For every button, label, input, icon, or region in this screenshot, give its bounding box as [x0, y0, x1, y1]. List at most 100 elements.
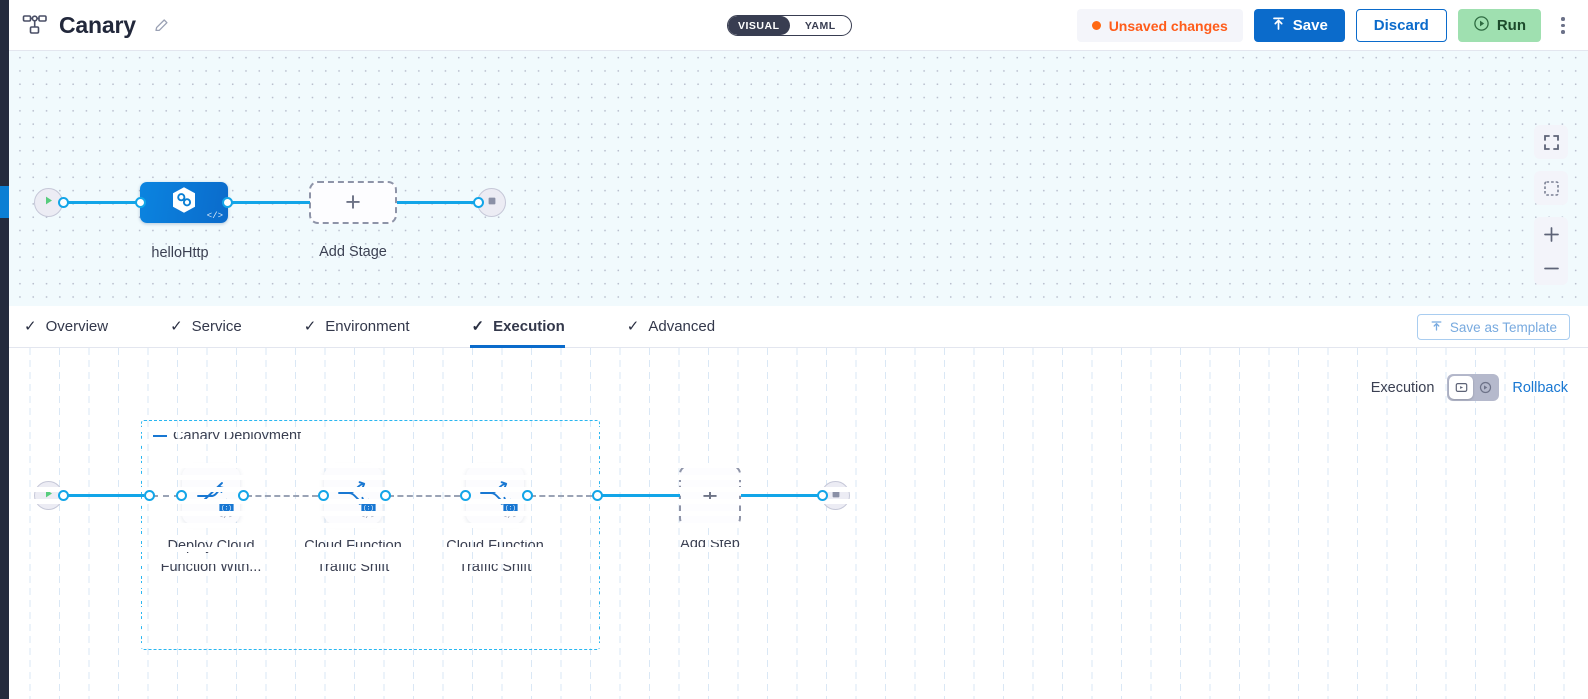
kebab-menu-icon[interactable] [1552, 11, 1574, 41]
execution-view-icon[interactable] [1449, 376, 1474, 399]
edge-group-to-step1 [152, 495, 180, 497]
tab-label: Service [191, 318, 242, 335]
plus-icon: + [702, 480, 718, 511]
tab-list: ✓ Overview ✓ Service ✓ Environment ✓ Exe… [0, 306, 775, 348]
save-as-template-button[interactable]: Save as Template [1416, 314, 1570, 340]
step1-input-port[interactable] [176, 490, 187, 501]
template-upload-icon [1430, 319, 1443, 335]
left-rail-active-indicator [0, 186, 9, 218]
unsaved-changes-label: Unsaved changes [1108, 17, 1228, 34]
unsaved-changes-badge: Unsaved changes [1076, 9, 1243, 42]
step-label-line1: Cloud Function [304, 538, 402, 554]
group-label-row: Canary Deployment [153, 428, 301, 444]
tab-overview[interactable]: ✓ Overview [22, 306, 132, 347]
step-label-line1: Cloud Function [446, 538, 544, 554]
toggle-option-visual[interactable]: VISUAL [728, 16, 790, 35]
tab-label: Environment [325, 318, 410, 335]
edge-step1-to-step2 [246, 495, 318, 497]
step2-output-port[interactable] [380, 490, 391, 501]
fullscreen-icon[interactable] [1534, 125, 1568, 159]
code-badge: </> [359, 511, 376, 521]
edge-step3-to-group-out [530, 495, 592, 497]
step3-output-port[interactable] [522, 490, 533, 501]
stage-input-port[interactable] [135, 197, 146, 208]
zoom-in-icon[interactable] [1534, 217, 1568, 251]
execution-rollback-toggle[interactable] [1447, 374, 1500, 401]
tab-label: Execution [493, 318, 565, 335]
check-icon: ✓ [626, 318, 640, 335]
collapse-icon[interactable] [153, 434, 167, 438]
stage-node-label: helloHttp [151, 245, 209, 261]
zoom-out-icon[interactable] [1534, 251, 1568, 285]
step1-output-port[interactable] [238, 490, 249, 501]
tab-environment[interactable]: ✓ Environment [302, 306, 434, 347]
tab-advanced[interactable]: ✓ Advanced [625, 306, 739, 347]
exec-start-output-port[interactable] [58, 490, 69, 501]
stage-canvas[interactable]: </> helloHttp + Add Stage [0, 51, 1588, 306]
step-node-traffic-shift-2[interactable]: (:) </> [466, 466, 524, 524]
upload-icon [1271, 16, 1286, 35]
tab-execution[interactable]: ✓ Execution [469, 306, 589, 348]
rollback-view-icon[interactable] [1473, 376, 1497, 399]
run-button[interactable]: Run [1457, 9, 1541, 42]
traffic-shift-icon [476, 476, 514, 515]
kebab-dot [1561, 23, 1565, 28]
group-output-port[interactable] [592, 490, 603, 501]
start-output-port[interactable] [58, 197, 69, 208]
select-area-icon[interactable] [1534, 171, 1568, 205]
stage-group-canary-deployment[interactable] [141, 420, 600, 650]
discard-button-label: Discard [1373, 17, 1429, 34]
execution-label: Execution [1370, 379, 1435, 396]
step-label-line2: Traffic Shift [458, 559, 532, 576]
step-node-label: Deploy Cloud Function With... [151, 536, 271, 578]
pencil-icon[interactable] [153, 17, 170, 34]
stage-output-port[interactable] [222, 197, 233, 208]
step-node-label: Cloud Function Traffic Shift [435, 536, 555, 578]
deploy-function-icon [192, 476, 230, 515]
tab-service[interactable]: ✓ Service [168, 306, 266, 347]
left-nav-rail [0, 0, 9, 699]
group-label: Canary Deployment [173, 428, 302, 444]
edge-group-to-addstep [600, 494, 680, 497]
edge-start-to-stage [66, 201, 140, 204]
execution-canvas[interactable]: Canary Deployment (: [0, 348, 1588, 699]
group-input-port[interactable] [144, 490, 155, 501]
code-badge: </> [501, 511, 518, 521]
header-left-group: Canary [0, 12, 170, 39]
kebab-dot [1561, 30, 1565, 34]
section-tabs: ✓ Overview ✓ Service ✓ Environment ✓ Exe… [0, 306, 1588, 348]
step-node-traffic-shift-1[interactable]: (:) </> [324, 466, 382, 524]
fullscreen-control[interactable] [1534, 125, 1568, 159]
tab-label: Advanced [648, 318, 716, 335]
edge-start-to-group [66, 494, 144, 497]
step-node-deploy-cloud-function[interactable]: (:) </> [182, 466, 240, 524]
save-button[interactable]: Save [1253, 9, 1345, 42]
check-icon: ✓ [471, 318, 485, 335]
hexagon-badge: (:) [360, 498, 376, 516]
rollback-link[interactable]: Rollback [1512, 379, 1568, 396]
select-area-control[interactable] [1534, 171, 1568, 205]
page-title: Canary [59, 11, 136, 38]
kebab-dot [1561, 17, 1565, 21]
toggle-option-yaml[interactable]: YAML [804, 19, 836, 32]
visual-yaml-toggle[interactable]: VISUAL YAML [727, 15, 852, 36]
step-label-line2: Traffic Shift [316, 559, 390, 576]
save-button-label: Save [1292, 17, 1328, 34]
traffic-shift-icon [334, 476, 372, 515]
step2-input-port[interactable] [318, 490, 329, 501]
zoom-controls[interactable] [1534, 217, 1568, 285]
end-input-port[interactable] [473, 197, 484, 208]
add-stage-button[interactable]: + [309, 181, 397, 224]
add-step-button[interactable]: + [679, 465, 741, 527]
edge-step2-to-step3 [388, 495, 460, 497]
step-label-line2: Function With... [160, 559, 262, 576]
stop-icon [486, 194, 498, 212]
execution-mode-bar: Execution Rollback [1371, 374, 1568, 401]
svg-text:(:): (:) [363, 505, 374, 512]
discard-button[interactable]: Discard [1355, 9, 1447, 42]
exec-end-input-port[interactable] [817, 490, 828, 501]
cloud-function-hexagon-icon [169, 184, 199, 221]
stage-node-hellohttp[interactable]: </> [140, 182, 228, 223]
add-stage-label: Add Stage [319, 244, 387, 260]
step3-input-port[interactable] [460, 490, 471, 501]
